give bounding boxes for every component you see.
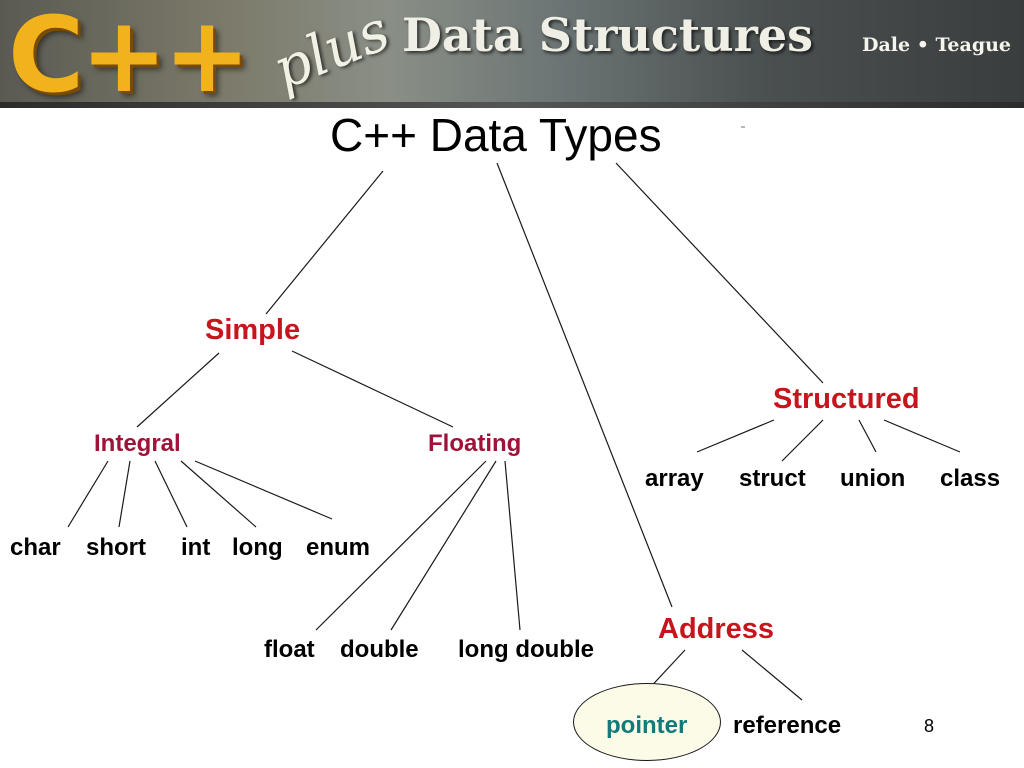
book-banner: C++ plus Data Structures Dale • Teague [0, 0, 1024, 108]
edge-root-structured [615, 162, 824, 384]
banner-title: Data Structures [402, 8, 814, 62]
edge-integral-long [180, 460, 257, 528]
leaf-class: class [940, 465, 1001, 492]
page-number: 8 [924, 716, 935, 736]
leaf-array: array [645, 465, 704, 492]
leaf-reference: reference [733, 712, 842, 739]
edge-integral-int [154, 460, 188, 528]
leaf-char: char [10, 534, 61, 561]
stray-speck [741, 126, 745, 128]
leaf-double: double [340, 636, 419, 663]
node-simple: Simple [205, 314, 301, 346]
edge-integral-char [67, 460, 109, 528]
edge-integral-short [118, 460, 131, 528]
leaf-short: short [86, 534, 146, 561]
edge-root-simple [265, 170, 384, 315]
edge-floating-double [390, 460, 497, 631]
leaf-struct: struct [739, 465, 806, 492]
diagram-title: C++ Data Types [330, 109, 662, 161]
cpp-logo: C++ [8, 0, 251, 108]
edge-structured-struct [781, 419, 824, 462]
edge-floating-longdouble [504, 460, 521, 631]
pointer-highlight-oval [573, 683, 721, 761]
node-floating: Floating [428, 430, 522, 457]
banner-divider [0, 102, 1024, 108]
leaf-int: int [181, 534, 211, 561]
leaf-enum: enum [306, 534, 371, 561]
edge-simple-integral [136, 352, 220, 428]
leaf-float: float [264, 636, 315, 663]
edge-structured-class [883, 419, 961, 453]
leaf-union: union [840, 465, 906, 492]
leaf-pointer: pointer [606, 712, 688, 739]
edge-root-address [496, 162, 673, 608]
node-integral: Integral [94, 430, 181, 457]
banner-authors: Dale • Teague [862, 34, 1012, 56]
node-structured: Structured [773, 383, 920, 415]
edge-address-reference [741, 649, 803, 701]
edge-structured-union [858, 419, 877, 453]
leaf-long-double: long double [458, 636, 594, 663]
leaf-long: long [232, 534, 283, 561]
edge-structured-array [696, 419, 775, 453]
edge-floating-float [315, 460, 487, 631]
edge-simple-floating [291, 350, 454, 428]
edge-integral-enum [194, 460, 333, 520]
node-address: Address [658, 613, 775, 645]
